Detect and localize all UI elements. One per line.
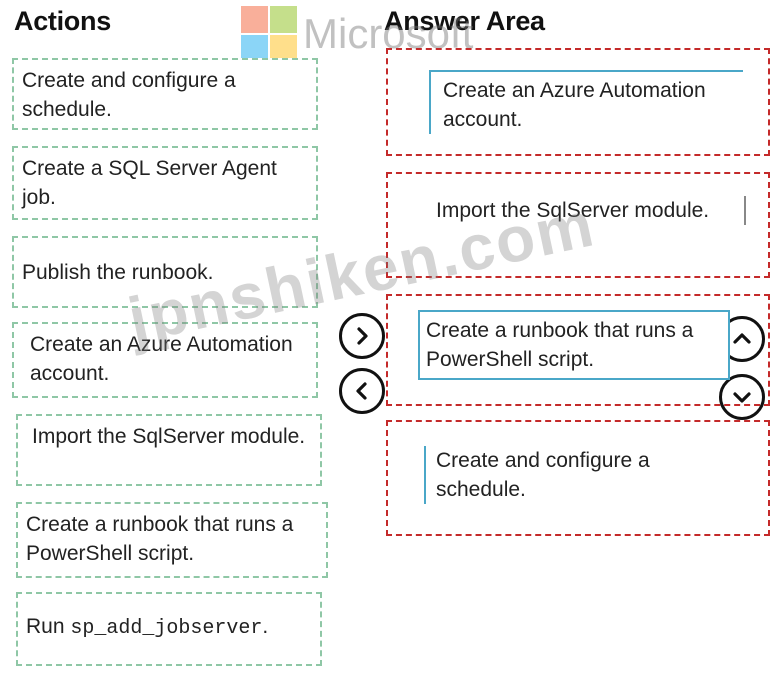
answer-item-label: Create and configure a schedule. [436,449,650,501]
action-item-command: sp_add_jobserver [70,617,263,640]
answer-item-import-module[interactable]: Import the SqlServer module. [424,196,746,225]
move-left-icon [356,382,367,400]
answer-item-label: Create a runbook that runs a PowerShell … [426,319,694,371]
answer-item-label: Create an Azure Automation account. [443,79,706,131]
microsoft-logo: Microsoft [241,6,473,62]
move-right-button[interactable] [339,313,385,359]
action-item-label: Create and configure a schedule. [22,69,236,121]
answer-item-create-schedule[interactable]: Create and configure a schedule. [424,446,736,504]
microsoft-logo-grid [241,6,297,62]
logo-square-yellow [270,35,297,62]
logo-square-green [270,6,297,33]
logo-square-blue [241,35,268,62]
logo-square-red [241,6,268,33]
action-item-import-module[interactable]: Import the SqlServer module. [16,414,322,486]
move-down-icon [733,392,751,403]
action-item-run-jobserver[interactable]: Run sp_add_jobserver. [16,592,322,666]
answer-slot-1[interactable] [386,48,770,156]
answer-slot-3[interactable] [386,294,770,406]
answer-slot-4[interactable] [386,420,770,536]
action-item-publish-runbook[interactable]: Publish the runbook. [12,236,318,308]
action-item-label: Import the SqlServer module. [32,425,306,448]
answer-slot-2[interactable] [386,172,770,278]
action-item-create-agent-job[interactable]: Create a SQL Server Agent job. [12,146,318,220]
action-item-create-automation-account[interactable]: Create an Azure Automation account. [12,322,318,398]
action-item-label: Publish the runbook. [22,261,214,284]
move-right-icon [357,327,368,345]
action-item-create-runbook[interactable]: Create a runbook that runs a PowerShell … [16,502,328,578]
move-up-icon [733,333,751,344]
action-item-label: Create a SQL Server Agent job. [22,157,277,209]
action-item-create-schedule[interactable]: Create and configure a schedule. [12,58,318,130]
actions-heading: Actions [14,6,111,36]
action-item-label: Create an Azure Automation account. [30,333,293,385]
answer-item-create-automation-account[interactable]: Create an Azure Automation account. [429,70,743,134]
action-item-label: Create a runbook that runs a PowerShell … [26,513,294,565]
answer-item-create-runbook[interactable]: Create a runbook that runs a PowerShell … [418,310,730,380]
answer-item-label: Import the SqlServer module. [436,199,710,222]
answer-area-heading: Answer Area [384,6,545,36]
action-item-suffix: . [262,615,269,638]
move-down-button[interactable] [719,374,765,420]
action-item-run-prefix: Run [26,615,65,638]
move-left-button[interactable] [339,368,385,414]
